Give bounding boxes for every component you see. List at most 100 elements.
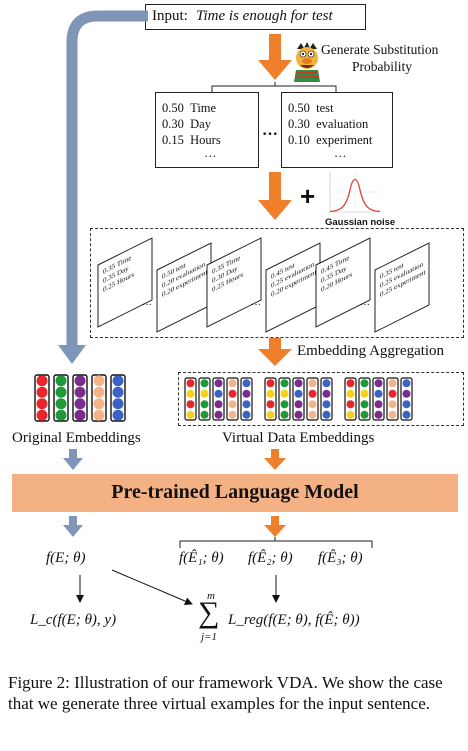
virtual-embedding-dot [374,389,383,398]
blue-arrow-to-plm [63,449,83,470]
orange-arrow-3 [258,338,292,366]
virtual-embedding-column [386,377,399,421]
virtual-embedding-dot [242,379,251,388]
virtual-embedding-dot [308,400,317,409]
prob-box-left: 0.50 Time 0.30 Day 0.15 Hours … [155,92,259,168]
virtual-embedding-dot [266,389,275,398]
prob-left-p2: 0.15 [162,133,184,147]
generate-label-2: Probability [352,59,412,74]
virtual-embedding-dot [266,410,275,419]
character-icon [294,42,320,82]
virtual-embedding-column [306,377,319,421]
embedding-dot [93,409,105,421]
virtual-embedding-dot [200,410,209,419]
embedding-dot [93,386,105,398]
prob-left-w2: Hours [190,133,221,147]
virtual-embedding-dot [402,379,411,388]
embedding-columns [34,374,126,422]
embedding-column [34,374,50,422]
loss-classification: L_c(f(E; θ), y) [30,612,117,628]
embedding-dot [112,386,124,398]
blue-arrow-from-plm [63,516,83,537]
prob-right-p1: 0.30 [288,117,310,131]
virtual-embedding-dot [388,410,397,419]
original-embeddings-label: Original Embeddings [12,430,141,446]
virtual-embedding-dot [228,410,237,419]
virtual-embedding-dot [228,379,237,388]
virtual-embedding-dot [402,410,411,419]
virtual-embedding-column [358,377,371,421]
virtual-embedding-dot [374,379,383,388]
prob-right-p2: 0.10 [288,133,310,147]
virtual-embedding-dot [346,410,355,419]
virtual-embedding-dot [322,389,331,398]
orange-arrow-to-plm [264,449,286,470]
f-virtual-2: f(Ê₂; θ) [248,550,293,566]
virtual-embedding-dot [228,400,237,409]
virtual-embedding-dot [280,389,289,398]
between-dots: ··· [262,126,279,143]
embedding-dot [36,409,48,421]
embedding-dot [74,398,86,410]
virtual-embedding-dot [214,410,223,419]
virtual-embedding-dot [374,400,383,409]
skew-dots-2: ··· [251,300,261,311]
virtual-embedding-dot [388,400,397,409]
input-sentence: Time is enough for test [196,8,333,24]
virtual-embedding-dot [228,389,237,398]
virtual-embedding-dot [294,410,303,419]
embedding-dot [112,398,124,410]
embedding-dot [55,409,67,421]
virtual-embedding-dot [214,379,223,388]
prob-left-p0: 0.50 [162,101,184,115]
sum-symbol: ∑ [198,596,220,629]
embedding-dot [112,409,124,421]
virtual-embedding-dot [280,400,289,409]
virtual-embedding-dot [186,389,195,398]
virtual-embedding-column [240,377,253,421]
embedding-column [91,374,107,422]
orange-arrow-2 [258,172,292,220]
virtual-embeddings-container [178,372,464,426]
virtual-embedding-dot [214,389,223,398]
sum-lower: j=1 [201,631,217,643]
virtual-embedding-dot [200,400,209,409]
virtual-embedding-column [264,377,277,421]
virtual-embedding-dot [242,410,251,419]
virtual-embedding-dot [280,379,289,388]
virtual-embedding-dot [322,410,331,419]
virtual-embedding-dot [322,379,331,388]
virtual-embedding-dot [266,379,275,388]
virtual-embedding-dot [360,379,369,388]
embedding-column [110,374,126,422]
virtual-embedding-column [400,377,413,421]
embedding-dot [36,375,48,387]
virtual-embedding-column [226,377,239,421]
prob-right-w1: evaluation [316,117,369,131]
embedding-dot [55,386,67,398]
virtual-embedding-column [320,377,333,421]
virtual-embedding-dot [308,379,317,388]
virtual-embedding-dot [360,389,369,398]
f-virtual-3: f(Ê₃; θ) [318,550,363,566]
virtual-embedding-dot [374,410,383,419]
input-label: Input: [152,8,188,24]
virtual-embedding-dot [360,410,369,419]
virtual-embedding-dot [402,400,411,409]
embedding-dot [93,398,105,410]
gaussian-plot-icon [329,172,381,213]
virtual-embedding-dot [186,379,195,388]
loss-regularization: L_reg(f(E; θ), f(Ê; θ)) [228,612,360,628]
virtual-embedding-dot [294,379,303,388]
sum-upper: m [207,590,215,602]
virtual-embedding-dot [200,379,209,388]
virtual-embedding-dot [186,400,195,409]
prob-left-w0: Time [190,101,217,115]
virtual-embedding-column [278,377,291,421]
virtual-embedding-dot [294,389,303,398]
original-embeddings [30,372,126,424]
